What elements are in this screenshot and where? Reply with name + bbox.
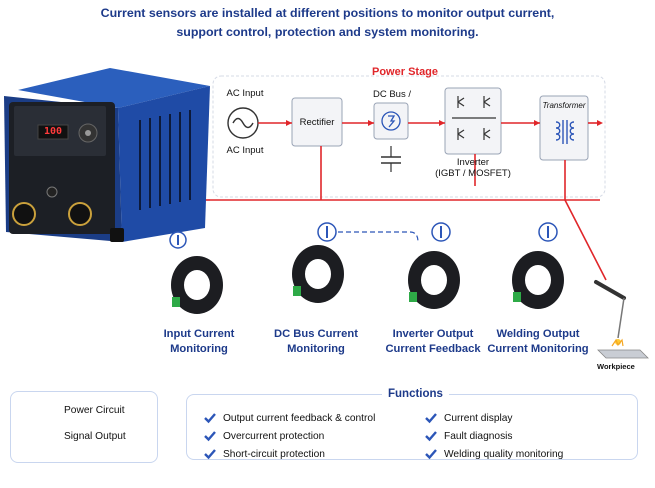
transformer-coil-icon — [555, 120, 575, 144]
workpiece-icon — [597, 338, 649, 359]
dc-bus-label: DC Bus / — [372, 89, 411, 100]
headline-line-2: support control, protection and system m… — [176, 25, 479, 39]
inverter-label: Inverter (IGBT / MOSFET) — [431, 157, 515, 179]
sensor-ring-2 — [292, 245, 344, 303]
function-item: Fault diagnosis — [425, 430, 563, 442]
signal-badge-4 — [538, 222, 558, 242]
function-item: Short-circuit protection — [204, 448, 375, 460]
sensor-label-input-line1: Input Current — [163, 328, 235, 340]
function-item-label: Overcurrent protection — [223, 430, 325, 442]
functions-column-right: Current display Fault diagnosis Welding … — [425, 412, 563, 460]
sensor-label-welding: Welding Output Current Monitoring — [480, 327, 596, 357]
check-icon — [204, 449, 216, 460]
sensor-label-inverter: Inverter Output Current Feedback — [376, 327, 490, 357]
signal-line — [338, 231, 419, 243]
transformer-box — [539, 95, 589, 161]
check-icon — [204, 413, 216, 424]
function-item-label: Welding quality monitoring — [444, 448, 564, 460]
transformer-label: Transformer — [542, 101, 586, 110]
sensor-label-dc-bus-line1: DC Bus Current — [274, 328, 358, 340]
sensor-label-inverter-line2: Current Feedback — [385, 343, 481, 355]
functions-title: Functions — [382, 388, 449, 400]
workpiece-label: Workpiece — [597, 362, 635, 371]
function-item: Output current feedback & control — [204, 412, 375, 424]
capacitor-icon — [381, 146, 401, 172]
sensor-label-welding-line1: Welding Output — [496, 328, 580, 340]
power-bus-lines — [196, 146, 607, 281]
igbt-bridge-icon — [452, 96, 496, 140]
function-item-label: Current display — [444, 412, 513, 424]
welder-machine — [4, 68, 210, 242]
inverter-label-line2: (IGBT / MOSFET) — [435, 168, 511, 179]
power-flow-arrows — [286, 120, 603, 126]
check-icon — [204, 431, 216, 442]
headline: Current sensors are installed at differe… — [0, 4, 655, 42]
inverter-label-line1: Inverter — [456, 157, 490, 168]
inverter-box — [444, 87, 502, 155]
signal-badge-3 — [431, 222, 451, 242]
sensor-ring-3 — [408, 251, 460, 309]
check-icon — [425, 449, 437, 460]
sensor-label-inverter-line1: Inverter Output — [392, 328, 474, 340]
sensor-label-input: Input Current Monitoring — [144, 327, 254, 357]
functions-column-left: Output current feedback & control Overcu… — [204, 412, 375, 460]
headline-line-1: Current sensors are installed at differe… — [100, 6, 555, 20]
power-stage-title: Power Stage — [372, 66, 439, 78]
rectifier-box — [291, 97, 343, 147]
legend-power-label: Power Circuit — [64, 405, 125, 416]
check-icon — [425, 413, 437, 424]
dc-bus-sensor-icon — [381, 111, 401, 131]
welding-torch-icon — [594, 280, 626, 345]
function-item: Welding quality monitoring — [425, 448, 563, 460]
signal-badge-1 — [169, 231, 187, 249]
legend-signal-label: Signal Output — [64, 431, 126, 442]
functions-box — [186, 394, 638, 460]
sensor-label-welding-line2: Current Monitoring — [487, 343, 589, 355]
ac-input-bottom-label: AC Input — [226, 145, 264, 156]
rectifier-label: Rectifier — [299, 117, 335, 128]
signal-badge-2 — [317, 222, 337, 242]
sensor-label-dc-bus-line2: Monitoring — [287, 343, 345, 355]
sensor-label-dc-bus: DC Bus Current Monitoring — [261, 327, 371, 357]
function-item-label: Fault diagnosis — [444, 430, 513, 442]
check-icon — [425, 431, 437, 442]
function-item-label: Short-circuit protection — [223, 448, 325, 460]
ac-input-top-label: AC Input — [226, 88, 264, 99]
sensor-label-input-line2: Monitoring — [170, 343, 228, 355]
function-item: Current display — [425, 412, 563, 424]
sensor-ring-4 — [512, 251, 564, 309]
welder-display: 100 — [43, 126, 63, 137]
power-stage-frame — [212, 75, 606, 198]
function-item-label: Output current feedback & control — [223, 412, 376, 424]
function-item: Overcurrent protection — [204, 430, 375, 442]
legend-box — [10, 391, 158, 463]
sensor-ring-1 — [171, 256, 223, 314]
